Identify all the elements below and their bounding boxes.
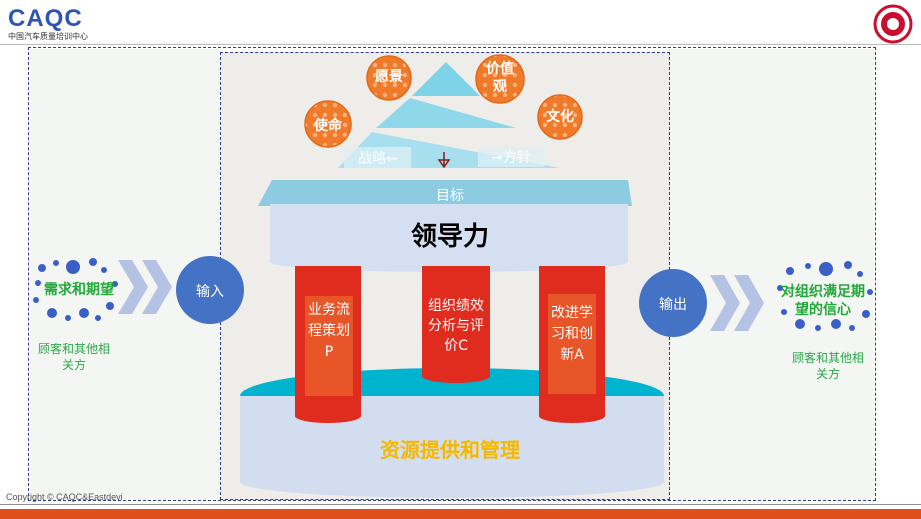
- output-source: 顾客和其他相关方: [792, 351, 865, 381]
- strategy-box-bg: [344, 147, 411, 168]
- emblem-icon: [873, 4, 913, 44]
- header-divider: [0, 44, 921, 45]
- ball-culture-label: 文化: [546, 109, 574, 125]
- bottom-bar: [0, 509, 921, 519]
- pillar-right-plate: [548, 294, 596, 394]
- right-panel: [669, 49, 874, 499]
- ball-mission-icon: [304, 100, 352, 148]
- ball-vision-label: 愿景: [375, 69, 403, 85]
- ball-mission-label: 使命: [314, 118, 342, 134]
- logo-brand: CAQC: [8, 5, 83, 32]
- input-circle-label: 输入: [196, 284, 224, 300]
- output-title: 对组织满足期望的信心: [781, 284, 865, 318]
- direction-box-bg: [478, 147, 545, 167]
- roof-top: [258, 180, 632, 206]
- ball-vision-icon: [366, 55, 412, 101]
- input-circle: [176, 256, 244, 324]
- pyramid-second-tier: [376, 98, 516, 128]
- output-chevron-1: [710, 275, 740, 331]
- pillar-right-label: 改进学习和创新A: [551, 305, 593, 363]
- pillar-center: [422, 266, 490, 376]
- direction-label: →方针: [491, 150, 531, 166]
- pillar-left-label: 业务流程策划P: [308, 302, 350, 360]
- strategy-label: 战略←: [358, 151, 398, 167]
- outer-frame: [28, 47, 876, 501]
- ball-values-icon: [475, 54, 525, 104]
- resource-label: 资源提供和管理: [380, 438, 520, 462]
- ball-values-label: 价值观: [486, 61, 514, 95]
- leadership-label: 领导力: [410, 222, 489, 252]
- target-label: 目标: [436, 188, 464, 204]
- pillar-center-label: 组织绩效分析与评价C: [428, 298, 484, 354]
- logo: CAQC 中国汽车质量培训中心: [8, 6, 128, 46]
- pyramid-top-tier: [412, 62, 480, 96]
- input-dot-cluster: [33, 258, 118, 321]
- base-bottom: [240, 466, 664, 498]
- output-chevron-2: [734, 275, 764, 331]
- bottom-line: [0, 504, 921, 505]
- input-chevron-1: [118, 260, 148, 314]
- input-source: 顾客和其他相关方: [38, 342, 111, 372]
- input-chevron-2: [142, 260, 172, 314]
- output-dot-cluster: [777, 261, 873, 331]
- ball-culture-icon: [537, 94, 583, 140]
- input-title: 需求和期望: [44, 282, 114, 298]
- pillar-left-plate: [305, 296, 353, 396]
- output-circle-label: 输出: [659, 297, 687, 313]
- logo-subtitle: 中国汽车质量培训中心: [8, 32, 88, 41]
- output-circle: [639, 269, 707, 337]
- copyright-text: Copyright © CAQC&Eastdevi: [6, 492, 123, 502]
- down-arrow-head: [437, 159, 451, 169]
